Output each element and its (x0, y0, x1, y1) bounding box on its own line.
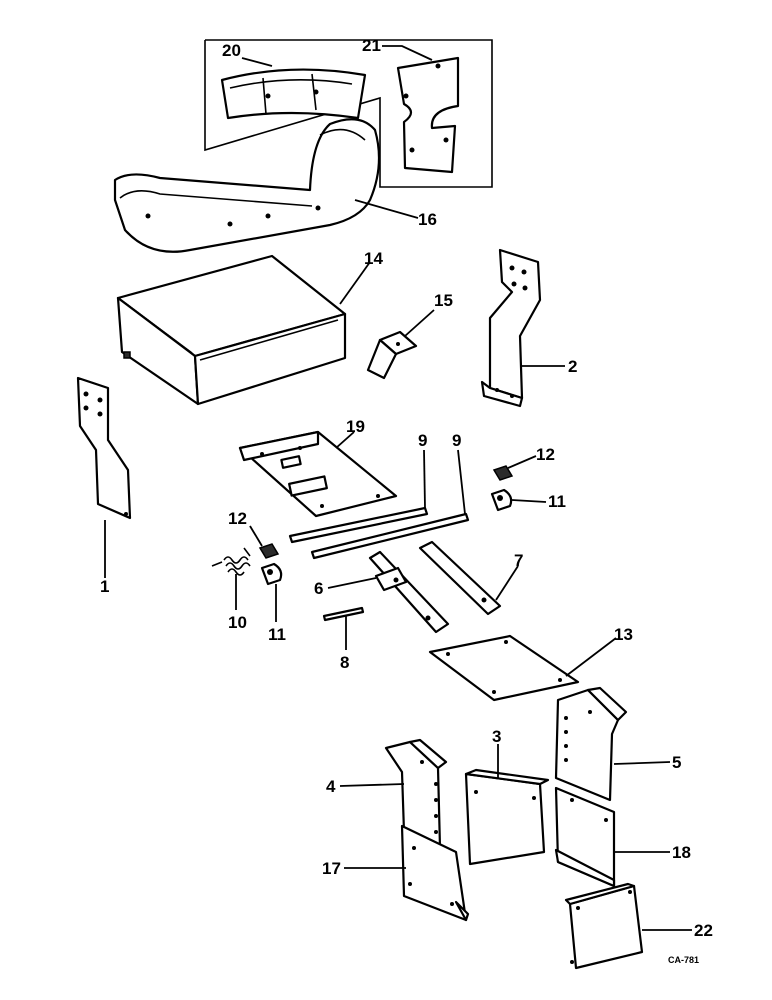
part-11-hook-left (260, 562, 283, 586)
part-2-right-support (480, 248, 542, 408)
part-12-clip-left (258, 543, 280, 559)
part-20-back-cushion (220, 68, 367, 120)
part-16-backrest-shell (113, 118, 381, 253)
callout-9-right: 9 (452, 431, 461, 450)
part-6-latch-rail (368, 550, 450, 634)
callout-11-right: 11 (548, 492, 566, 511)
callout-11-left: 11 (268, 625, 286, 644)
callout-4: 4 (326, 777, 336, 796)
callout-1: 1 (100, 577, 109, 596)
callout-22: 22 (694, 921, 713, 940)
part-22-bottom-plate (564, 882, 644, 970)
callout-18: 18 (672, 843, 691, 862)
part-10-spring (211, 547, 251, 576)
inset-frame (204, 39, 493, 188)
callout-10: 10 (228, 613, 247, 632)
callout-12-left: 12 (228, 509, 247, 528)
callout-9-left: 9 (418, 431, 427, 450)
part-11-hook-right (490, 488, 513, 512)
callout-13: 13 (614, 625, 633, 644)
callout-2: 2 (568, 357, 577, 376)
callout-3: 3 (492, 727, 501, 746)
part-3-center-channel (464, 768, 550, 866)
callout-6: 6 (314, 579, 323, 598)
part-12-clip-right (492, 465, 514, 481)
drawing-code: CA-781 (668, 955, 699, 965)
callout-19: 19 (346, 417, 365, 436)
part-5-right-riser (554, 686, 628, 802)
part-19-slide-plate (238, 430, 398, 518)
leader-lines (104, 45, 692, 931)
callout-14: 14 (364, 249, 383, 268)
callout-7: 7 (514, 551, 523, 570)
callout-16: 16 (418, 210, 437, 229)
part-17-left-plate (400, 824, 470, 922)
part-7-slide-rail (418, 540, 502, 616)
callout-20: 20 (222, 41, 241, 60)
part-15-small-bracket (366, 330, 418, 380)
part-8-pin (322, 606, 365, 622)
part-14-seat-cushion (116, 254, 347, 406)
part-1-left-support (76, 376, 132, 520)
callout-5: 5 (672, 753, 681, 772)
callout-12-right: 12 (536, 445, 555, 464)
callout-21: 21 (362, 36, 381, 55)
part-18-right-plate (554, 786, 616, 888)
part-9-rods (288, 506, 470, 560)
part-21-back-bracket (396, 56, 460, 174)
callout-17: 17 (322, 859, 341, 878)
callout-15: 15 (434, 291, 453, 310)
callout-labels: 20 21 16 14 15 2 1 19 9 9 12 11 12 10 11… (100, 36, 713, 965)
part-13-base-plate (428, 634, 580, 702)
callout-8: 8 (340, 653, 349, 672)
